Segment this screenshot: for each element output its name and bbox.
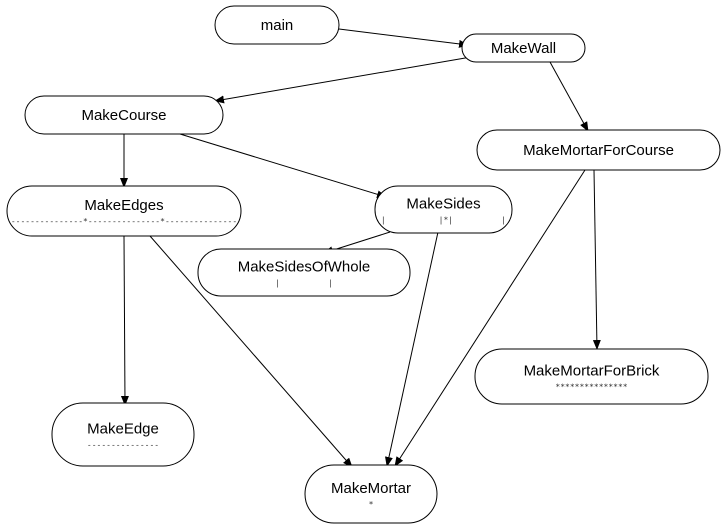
node-label: MakeEdges (84, 197, 163, 214)
edge-makemortarforcourse-to-makemortarforbrick (592, 169, 601, 350)
node-annotation: | |*| | (381, 216, 506, 225)
node-shape (474, 348, 709, 405)
edge-makeedges-to-makeedge (120, 235, 129, 406)
node-shape (214, 5, 340, 45)
node-makeedges: MakeEdges ---------------*---------------… (6, 185, 242, 237)
node-shape (24, 95, 224, 135)
node-label: MakeWall (491, 40, 556, 57)
edge-makewall-to-makemortarforcourse (549, 61, 589, 132)
edge-makewall-to-makecourse (214, 56, 472, 104)
node-makecourse: MakeCourse (24, 95, 224, 135)
node-label: MakeMortarForBrick (524, 363, 660, 380)
node-makemortar: MakeMortar * (304, 464, 438, 524)
edge-makemortarforcourse-to-makemortar (394, 169, 586, 467)
node-annotation: | | (275, 279, 333, 288)
node-makemortarforbrick: MakeMortarForBrick *************** (474, 348, 709, 405)
edge-makeedges-to-makemortar (149, 235, 353, 468)
node-makesidesofwhole: MakeSidesOfWhole | | (197, 248, 411, 297)
node-label: MakeMortarForCourse (523, 142, 674, 159)
node-label: MakeSides (406, 196, 480, 213)
node-annotation: * (369, 500, 374, 509)
node-layer: mainMakeWallMakeCourseMakeMortarForCours… (6, 5, 721, 524)
node-label: MakeEdge (87, 421, 159, 438)
node-label: MakeCourse (81, 107, 166, 124)
node-annotation: --------------- (87, 441, 159, 450)
node-shape (304, 464, 438, 524)
node-shape (197, 248, 411, 297)
node-shape (476, 129, 721, 171)
node-makemortarforcourse: MakeMortarForCourse (476, 129, 721, 171)
node-label: MakeSidesOfWhole (238, 259, 371, 276)
node-shape (374, 185, 513, 234)
node-makesides: MakeSides | |*| | (374, 185, 513, 234)
node-annotation: ---------------*---------------*--------… (11, 217, 237, 226)
node-label: main (261, 17, 294, 34)
node-shape (51, 402, 195, 467)
edge-main-to-makewall (338, 28, 469, 48)
node-shape (6, 185, 242, 237)
edge-makesides-to-makemortar (385, 231, 439, 467)
edge-layer (120, 28, 601, 468)
node-makewall: MakeWall (461, 33, 586, 63)
node-shape (461, 33, 586, 63)
edge-makecourse-to-makesides (179, 133, 387, 199)
node-main: main (214, 5, 340, 45)
node-annotation: *************** (555, 383, 627, 392)
node-label: MakeMortar (331, 480, 411, 497)
node-makeedge: MakeEdge --------------- (51, 402, 195, 467)
